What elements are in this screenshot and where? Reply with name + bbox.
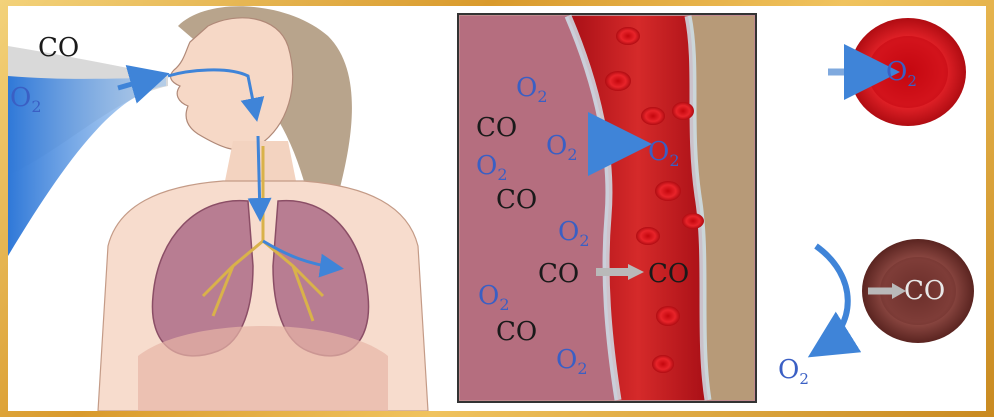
diaphragm <box>138 326 388 411</box>
co-label-tissue-2: CO <box>496 185 537 215</box>
co-label-tissue-3: CO <box>538 259 579 289</box>
co-label-tissue-1: CO <box>476 113 517 143</box>
co-label-vessel: CO <box>648 259 689 289</box>
blood-vessel-panel: O2 CO O2 O2 O2 CO O2 CO CO O2 CO O2 <box>458 14 756 402</box>
o2-label-blocked: O2 <box>778 355 809 388</box>
co-label-tissue-4: CO <box>496 317 537 347</box>
diagram-canvas: CO O2 O2 CO O2 O2 O2 CO <box>8 6 986 411</box>
airflow-arrow-trachea <box>258 136 260 216</box>
co-label-cell: CO <box>904 276 945 306</box>
co-label-air: CO <box>38 33 79 63</box>
rbc-panel: O2 CO O2 <box>778 18 974 388</box>
human-figure: CO O2 <box>8 6 428 411</box>
face <box>171 18 293 150</box>
co-poisoning-diagram: CO O2 O2 CO O2 O2 O2 CO <box>8 6 986 411</box>
o2-blocked-arrow <box>816 246 848 351</box>
